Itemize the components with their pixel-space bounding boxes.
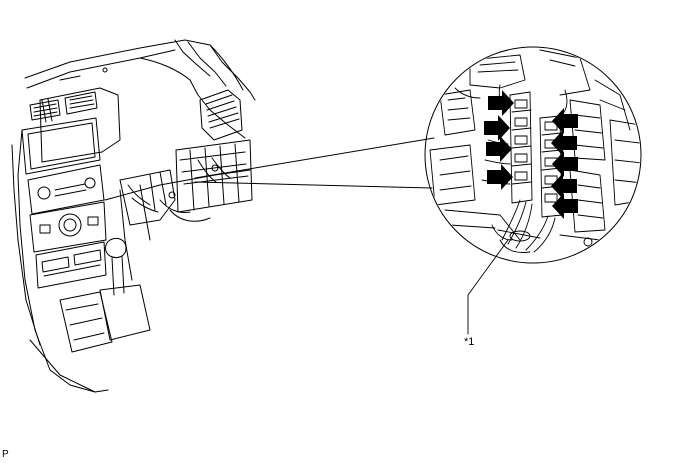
dashboard-overview [11,39,435,393]
push-arrow-icon [551,108,578,219]
figure-code: P [2,449,9,460]
detail-magnifier [424,46,642,335]
callout-label: *1 [464,336,475,348]
push-arrow-icon [484,90,514,190]
